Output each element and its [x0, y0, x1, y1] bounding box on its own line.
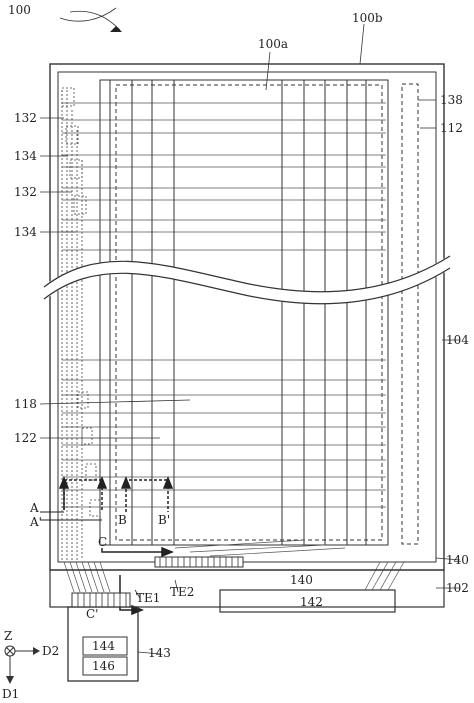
label-112: 112: [440, 121, 463, 135]
connector-te1: [71, 592, 131, 608]
label-section-a-prime: A': [29, 515, 42, 529]
label-section-c-prime: C': [86, 607, 98, 621]
label-section-a: A: [29, 501, 39, 515]
gate-driver-traces: [61, 87, 101, 560]
active-region-dashed: [115, 84, 383, 541]
label-132-mid: 132: [14, 185, 37, 199]
label-132-top: 132: [14, 111, 37, 125]
label-region-a: 100a: [258, 37, 288, 51]
label-142: 142: [300, 595, 323, 609]
coordinate-axes: [4, 645, 40, 684]
substrate-outline: [49, 63, 445, 571]
label-section-c: C: [98, 535, 107, 549]
label-device: 100: [8, 3, 31, 17]
label-134-mid: 134: [14, 225, 37, 239]
label-143: 143: [148, 646, 171, 660]
label-140-right: 140: [446, 553, 469, 567]
label-axis-d1: D1: [2, 687, 19, 701]
frame-102: [49, 569, 445, 608]
section-b-marker: [120, 475, 174, 512]
label-134-top: 134: [14, 149, 37, 163]
label-122: 122: [14, 431, 37, 445]
connector-te1-ticks: [77, 593, 127, 607]
scan-lines-top: [62, 102, 386, 251]
break-mark: [40, 255, 454, 305]
label-146: 146: [92, 659, 115, 673]
component-142: [219, 589, 396, 613]
bonding-pads-te2: [154, 556, 244, 568]
label-104: 104: [446, 333, 469, 347]
bonding-pad-ticks: [159, 557, 239, 567]
label-axis-z: Z: [4, 629, 12, 643]
scan-lines-bottom: [62, 359, 386, 508]
label-section-b-prime: B': [158, 513, 170, 527]
fanout-traces: [63, 539, 405, 593]
label-region-b: 100b: [352, 11, 383, 25]
active-region-outline: [99, 79, 389, 546]
strip-138: [401, 83, 419, 545]
label-118: 118: [14, 397, 37, 411]
label-axis-d2: D2: [42, 644, 59, 658]
label-138: 138: [440, 93, 463, 107]
arrow-100: [110, 26, 122, 32]
label-144: 144: [92, 639, 115, 653]
data-line-columns: [109, 79, 389, 546]
label-te1: TE1: [136, 591, 160, 605]
chip-144: [82, 636, 128, 656]
label-te2: TE2: [170, 585, 194, 599]
leader-lines: [39, 7, 461, 655]
section-a-marker: [40, 475, 108, 521]
display-area-outline: [57, 71, 437, 563]
section-c-marker: [101, 546, 175, 616]
label-102: 102: [446, 581, 469, 595]
flex-board-143: [67, 606, 139, 682]
label-section-b: B: [118, 513, 127, 527]
chip-146: [82, 656, 128, 676]
label-140-mid: 140: [290, 573, 313, 587]
